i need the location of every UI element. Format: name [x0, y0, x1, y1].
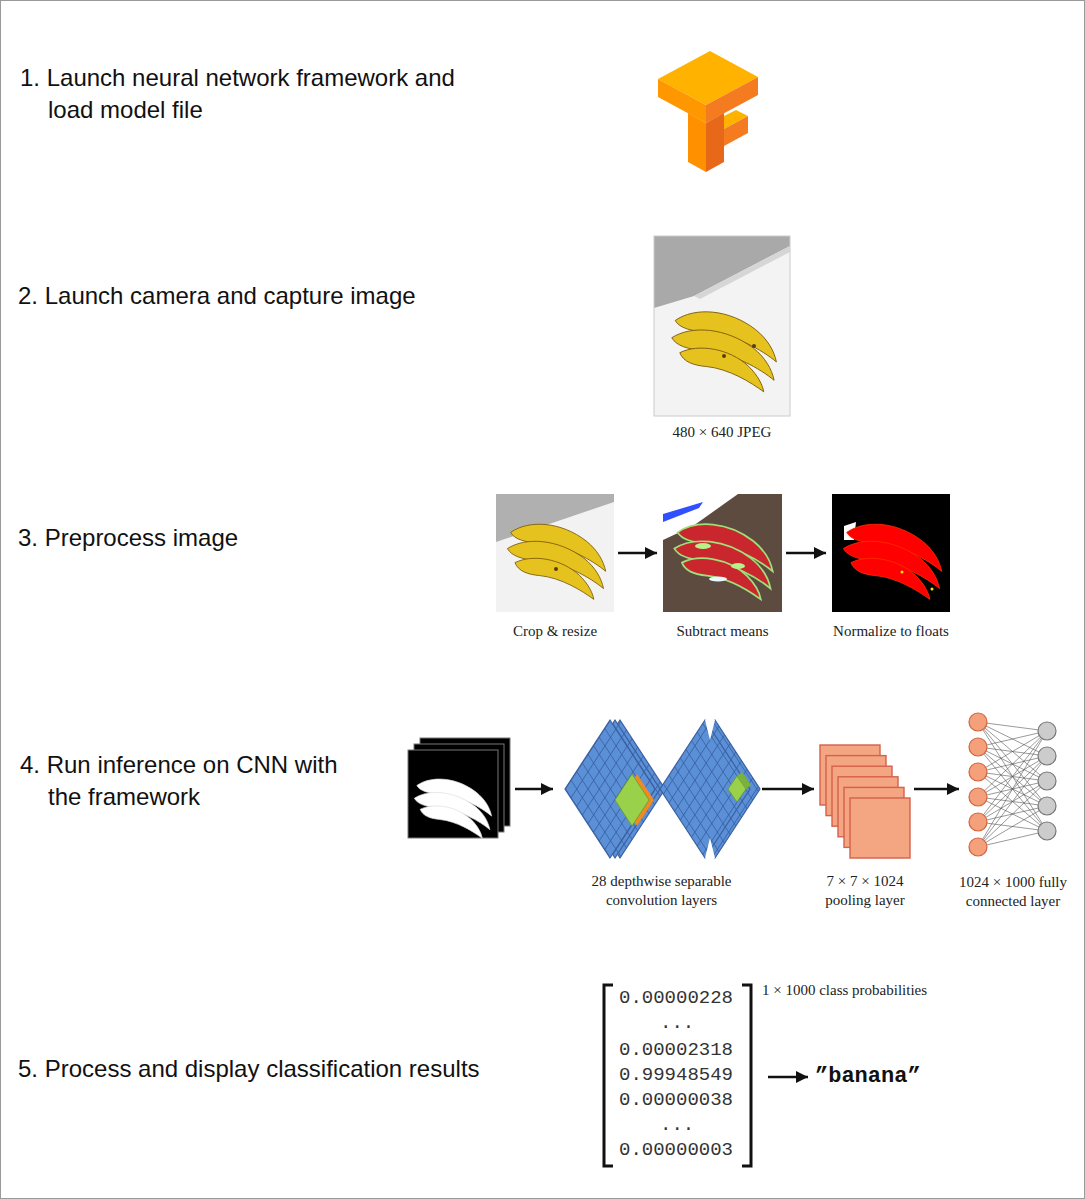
image-caption: 480 × 640 JPEG	[647, 423, 797, 442]
probability-value: 0.00000038	[619, 1088, 733, 1112]
normalized-image	[832, 494, 950, 612]
flow-arrow	[618, 552, 657, 555]
step-label: 3. Preprocess image	[18, 522, 238, 554]
probability-value: 0.99948549	[619, 1063, 733, 1087]
flow-arrow	[914, 788, 959, 791]
image-caption: Normalize to floats	[816, 622, 966, 641]
image-panel: Crop & resize	[496, 494, 614, 612]
flow-arrow	[515, 788, 553, 791]
mean-subtracted-image	[663, 494, 782, 612]
conv-block: 28 depthwise separable convolution layer…	[565, 720, 758, 858]
conv-layers	[565, 720, 760, 858]
photo-panel: 480 × 640 JPEG	[654, 236, 790, 416]
image-caption: 1024 × 1000 fully connected layer	[949, 873, 1077, 911]
probability-value: 0.00002318	[619, 1038, 733, 1062]
input-channels	[408, 738, 510, 838]
step-label: 4. Run inference on CNN with the framewo…	[20, 749, 360, 813]
vector-bracket	[742, 985, 751, 1166]
fc-block: 1024 × 1000 fully connected layer	[965, 715, 1061, 855]
step-label: 5. Process and display classification re…	[18, 1053, 480, 1085]
vector-label: 1 × 1000 class probabilities	[762, 981, 927, 1000]
flow-arrow	[768, 1076, 808, 1079]
image-caption: Subtract means	[648, 622, 798, 641]
step-label: 2. Launch camera and capture image	[18, 280, 416, 312]
flow-arrow	[762, 788, 814, 791]
class-result: ”banana”	[815, 1063, 921, 1091]
framework-logo	[658, 51, 758, 172]
image-caption: 28 depthwise separable convolution layer…	[572, 872, 752, 910]
step-label: 1. Launch neural network framework and l…	[20, 62, 488, 126]
pooling-maps	[820, 745, 910, 858]
vector-bracket	[604, 985, 613, 1166]
probability-value: 0.00000228	[619, 986, 733, 1010]
pool-block: 7 × 7 × 1024 pooling layer	[820, 745, 910, 858]
ellipsis: ...	[660, 1113, 694, 1137]
probability-value: 0.00000003	[619, 1138, 733, 1162]
image-caption: 7 × 7 × 1024 pooling layer	[815, 872, 915, 910]
flow-arrow	[786, 552, 826, 555]
cropped-image	[496, 494, 614, 612]
image-panel: Normalize to floats	[832, 494, 950, 612]
ellipsis: ...	[660, 1011, 694, 1035]
image-panel: Subtract means	[663, 494, 782, 612]
photo	[654, 236, 790, 416]
dense-network	[969, 713, 1056, 856]
image-caption: Crop & resize	[480, 622, 630, 641]
